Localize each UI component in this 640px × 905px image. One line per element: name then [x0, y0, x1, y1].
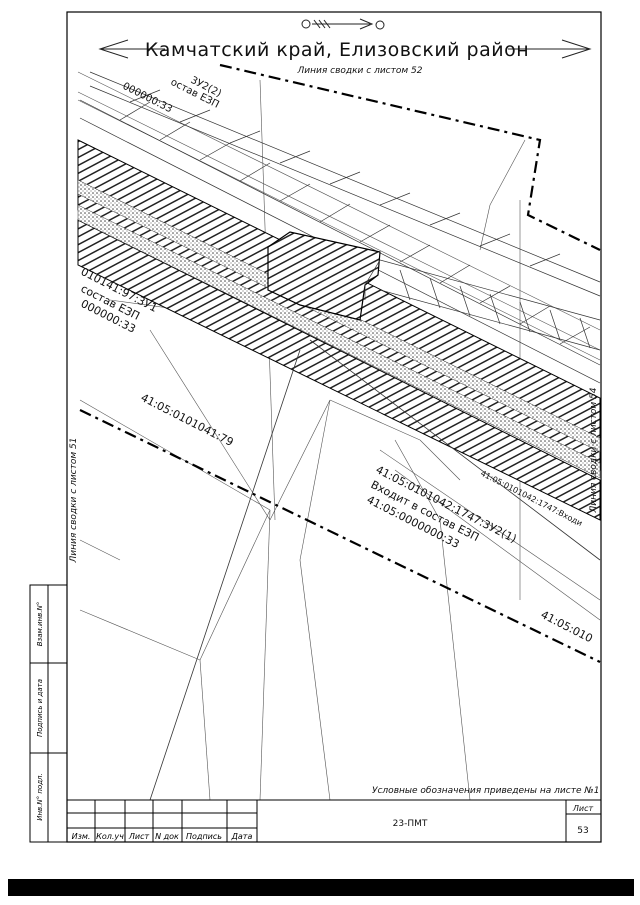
- label-parcel-bottom-right: 41:05:010: [539, 608, 595, 645]
- col-koluch: Кол.уч: [96, 832, 124, 841]
- left-stamp-row2: Подпись и дата: [36, 679, 44, 737]
- label-parcel-top-left: 000000:33: [121, 81, 174, 115]
- side-label-left: Линия сводки с листом 51: [69, 438, 79, 564]
- title-block-frame: [67, 799, 601, 842]
- doc-code: 23-ПМТ: [393, 819, 428, 829]
- map-area: [77, 63, 601, 800]
- col-izm: Изм.: [72, 832, 91, 841]
- left-stamp-row3: Инв.N° подл.: [36, 773, 44, 821]
- sheet-frame: [66, 11, 602, 843]
- north-arrow-header: [98, 18, 592, 59]
- col-ndok: N док: [155, 832, 179, 841]
- boundary-upper: [219, 63, 601, 251]
- boundary-lower: [79, 409, 601, 663]
- label-parcel-79: 41:05:0101041:79: [139, 391, 236, 449]
- side-label-right: Линия сводки с листом 54: [589, 387, 599, 513]
- sheet-label: Лист: [572, 804, 594, 813]
- road-band-hatched-lower: [77, 219, 601, 521]
- scan-bottom-bar: [8, 879, 634, 896]
- col-list: Лист: [128, 832, 150, 841]
- left-stamp-row1: Взам.инв.N°: [36, 602, 44, 647]
- left-stamp-frame: [29, 584, 68, 843]
- sheet-number: 53: [577, 826, 588, 836]
- col-podpis: Подпись: [186, 832, 222, 841]
- col-data: Дата: [231, 832, 253, 841]
- map-subtitle: Линия сводки с листом 52: [297, 66, 423, 76]
- legend-note: Условные обозначения приведены на листе …: [372, 786, 599, 796]
- map-title: Камчатский край, Елизовский район: [145, 39, 529, 61]
